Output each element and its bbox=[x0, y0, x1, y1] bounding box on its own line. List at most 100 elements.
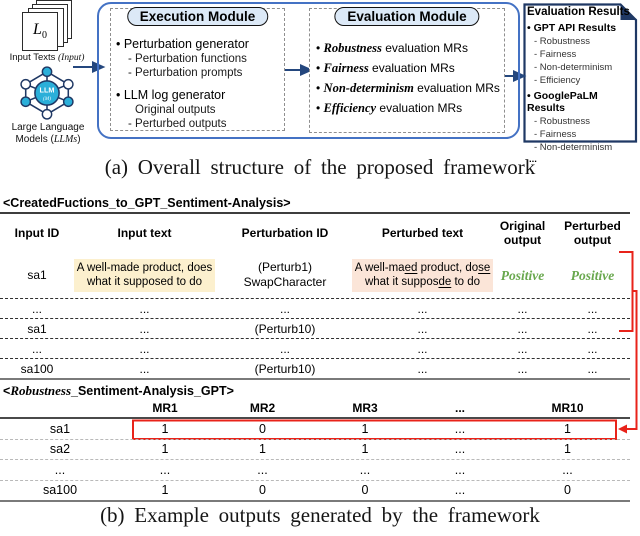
cell-perturbation-id: (Perturb1)SwapCharacter bbox=[243, 260, 327, 289]
cell: (Perturb10) bbox=[254, 321, 316, 336]
results-item: - Non-determinism bbox=[534, 62, 613, 73]
cell: ... bbox=[517, 321, 528, 336]
perturbed-line2: what it supposde to do bbox=[365, 276, 480, 288]
mr-label: evaluation MRs bbox=[376, 101, 463, 115]
column-header: Perturbed text bbox=[381, 225, 464, 240]
text-segment: de bbox=[438, 276, 452, 288]
cell: ... bbox=[587, 301, 598, 316]
text-segment: product, do bbox=[417, 261, 479, 274]
cell: sa1 bbox=[27, 321, 47, 336]
caption-b: (b) Example outputs generated by the fra… bbox=[100, 503, 540, 527]
column-header: Perturbation ID bbox=[241, 225, 329, 240]
table2-top-rule bbox=[0, 417, 630, 419]
mr-label: evaluation MRs bbox=[368, 61, 455, 75]
mr-category: Efficiency bbox=[323, 101, 377, 115]
mr-category: Non-determinism bbox=[323, 81, 414, 95]
table1-bottom-rule bbox=[0, 378, 630, 380]
cell: ... bbox=[454, 483, 466, 498]
execution-item: • Perturbation generator bbox=[116, 37, 249, 51]
table-row: sa1...(Perturb10)......... bbox=[0, 318, 630, 338]
results-box-outline bbox=[523, 3, 638, 143]
cell-original-output: Positive bbox=[500, 267, 545, 283]
table1-top-rule bbox=[0, 212, 630, 215]
cell: (Perturb10) bbox=[254, 361, 316, 376]
evaluation-items: • Robustness evaluation MRs• Fairness ev… bbox=[316, 36, 501, 116]
cell: sa1 bbox=[49, 421, 71, 436]
execution-items: • Perturbation generator - Perturbation f… bbox=[116, 33, 282, 130]
text-segment: se bbox=[478, 261, 491, 274]
bullet-icon: • bbox=[316, 61, 324, 75]
table-row: .................. bbox=[0, 459, 630, 480]
execution-item: - Perturbation functions bbox=[128, 53, 247, 65]
table-row: .................. bbox=[0, 298, 630, 318]
table-row: .................. bbox=[0, 338, 630, 358]
cell: ... bbox=[517, 301, 528, 316]
cell: ... bbox=[517, 361, 528, 376]
evaluation-item: • Fairness evaluation MRs bbox=[316, 61, 501, 76]
cell: ... bbox=[454, 442, 466, 457]
cell-perturbed-text: A well-maed product, dose what it suppos… bbox=[351, 258, 494, 292]
cell: ... bbox=[587, 361, 598, 376]
perturbed-line1: A well-maed product, dose bbox=[355, 262, 491, 274]
cell: 0 bbox=[564, 483, 571, 498]
cell: 0 bbox=[361, 483, 369, 498]
caption-a: (a) Overall structure of the proposed fr… bbox=[104, 155, 536, 179]
cell: ... bbox=[562, 462, 573, 477]
evaluation-results-title: Evaluation Results bbox=[527, 6, 630, 18]
column-header: MR3 bbox=[352, 400, 378, 415]
llm-node bbox=[41, 66, 53, 78]
table1-rows: .................. sa1... (Perturb10).....… bbox=[0, 298, 630, 380]
cell: sa2 bbox=[49, 442, 71, 457]
cell: 1 bbox=[161, 483, 169, 498]
llm-node bbox=[62, 96, 74, 108]
llm-center-label: LLM bbox=[40, 86, 55, 95]
column-header: Perturbed output bbox=[564, 219, 621, 247]
doc-page-front: L0 bbox=[22, 12, 58, 51]
mr-label: evaluation MRs bbox=[413, 81, 500, 95]
cell-perturbed-output: Positive bbox=[570, 267, 615, 283]
cell: ... bbox=[139, 321, 150, 336]
bullet-icon: • bbox=[316, 81, 324, 95]
red-connector-line bbox=[625, 290, 638, 430]
evaluation-module: Evaluation Module • Robustness evaluatio… bbox=[309, 7, 505, 133]
highlighted-perturbed-text: A well-maed product, dose what it suppos… bbox=[351, 258, 494, 292]
column-header: Original output bbox=[499, 219, 546, 247]
framework-container bbox=[97, 2, 520, 139]
execution-item: - Perturbed outputs bbox=[128, 118, 227, 130]
execution-item: - Perturbation prompts bbox=[128, 67, 243, 79]
input-docs-stack: L0 bbox=[12, 0, 72, 52]
cell: ... bbox=[517, 341, 528, 356]
bullet-icon: • bbox=[316, 101, 324, 115]
llm-node bbox=[62, 78, 74, 90]
cell: ... bbox=[417, 321, 428, 336]
cell: sa100 bbox=[42, 483, 78, 498]
table2-title: <Robustness_Sentiment-Analysis_GPT> bbox=[3, 383, 234, 398]
llm-center-sublabel: (M) bbox=[43, 95, 51, 102]
cell: 1 bbox=[361, 421, 369, 436]
cell: ... bbox=[417, 341, 428, 356]
cell-input-id: sa1 bbox=[27, 267, 47, 282]
column-header: MR10 bbox=[551, 400, 584, 415]
red-arrowhead bbox=[618, 424, 627, 434]
cell: 0 bbox=[259, 421, 266, 436]
input-texts-label: Input Texts (Input) bbox=[9, 52, 85, 63]
cell: 1 bbox=[161, 421, 169, 436]
execution-module-title: Execution Module bbox=[126, 7, 269, 26]
table-row: sa100...(Perturb10)......... bbox=[0, 358, 630, 378]
evaluation-results: Evaluation Results • GPT API Results- Ro… bbox=[527, 6, 633, 165]
results-item: - Fairness bbox=[534, 129, 577, 140]
cell: 1 bbox=[564, 442, 571, 457]
results-group-title: • GPT API Results bbox=[527, 22, 617, 34]
cell: ... bbox=[31, 301, 42, 316]
cell: 1 bbox=[259, 442, 266, 457]
column-header: Input ID bbox=[14, 225, 60, 240]
text-segment: what it suppos bbox=[364, 276, 439, 288]
evaluation-item: • Non-determinism evaluation MRs bbox=[316, 81, 501, 96]
cell: ... bbox=[139, 301, 150, 316]
text-segment: ed bbox=[404, 261, 418, 274]
evaluation-results-list: • GPT API Results- Robustness- Fairness-… bbox=[527, 22, 633, 165]
cell: ... bbox=[31, 341, 42, 356]
